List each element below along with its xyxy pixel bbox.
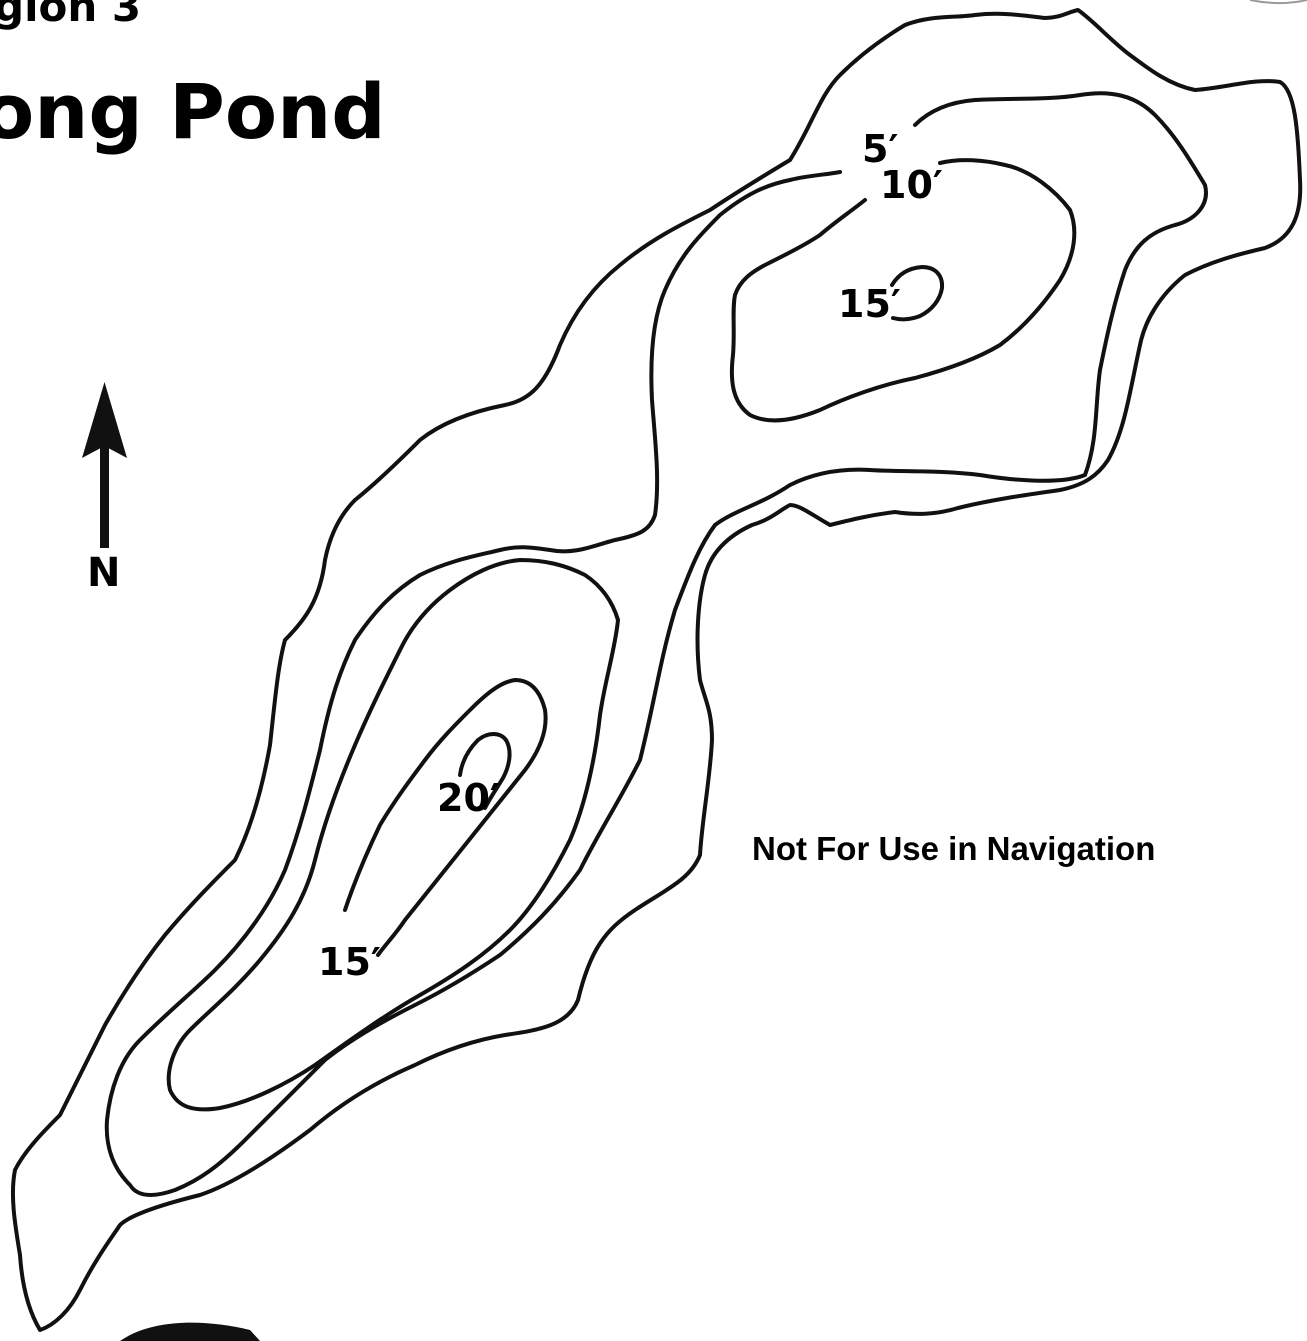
contour-15ft-north xyxy=(890,265,945,322)
north-arrow-icon xyxy=(82,382,127,548)
north-arrow-shaft xyxy=(100,440,109,548)
contour-10ft-north xyxy=(729,158,1077,423)
shoreline-contour xyxy=(10,8,1303,1332)
partial-logo-shape xyxy=(120,1322,260,1341)
contour-20ft-south xyxy=(458,732,512,810)
north-arrow-head xyxy=(82,382,127,458)
depth-label-15ft-south: 15′ xyxy=(318,940,381,984)
contour-5ft-north xyxy=(104,91,1208,1197)
partial-corner-arc xyxy=(1249,0,1307,4)
contour-15ft-south xyxy=(343,678,548,957)
depth-label-20ft: 20′ xyxy=(437,776,500,820)
navigation-disclaimer: Not For Use in Navigation xyxy=(752,830,1156,867)
region-label: gion 3 xyxy=(0,0,142,31)
north-label: N xyxy=(87,550,121,596)
depth-label-15ft-north: 15′ xyxy=(838,282,901,326)
depth-label-10ft: 10′ xyxy=(880,163,943,207)
depth-label-5ft: 5′ xyxy=(862,127,899,171)
pond-title: ong Pond xyxy=(0,67,386,156)
contour-10ft-south xyxy=(166,558,620,1112)
